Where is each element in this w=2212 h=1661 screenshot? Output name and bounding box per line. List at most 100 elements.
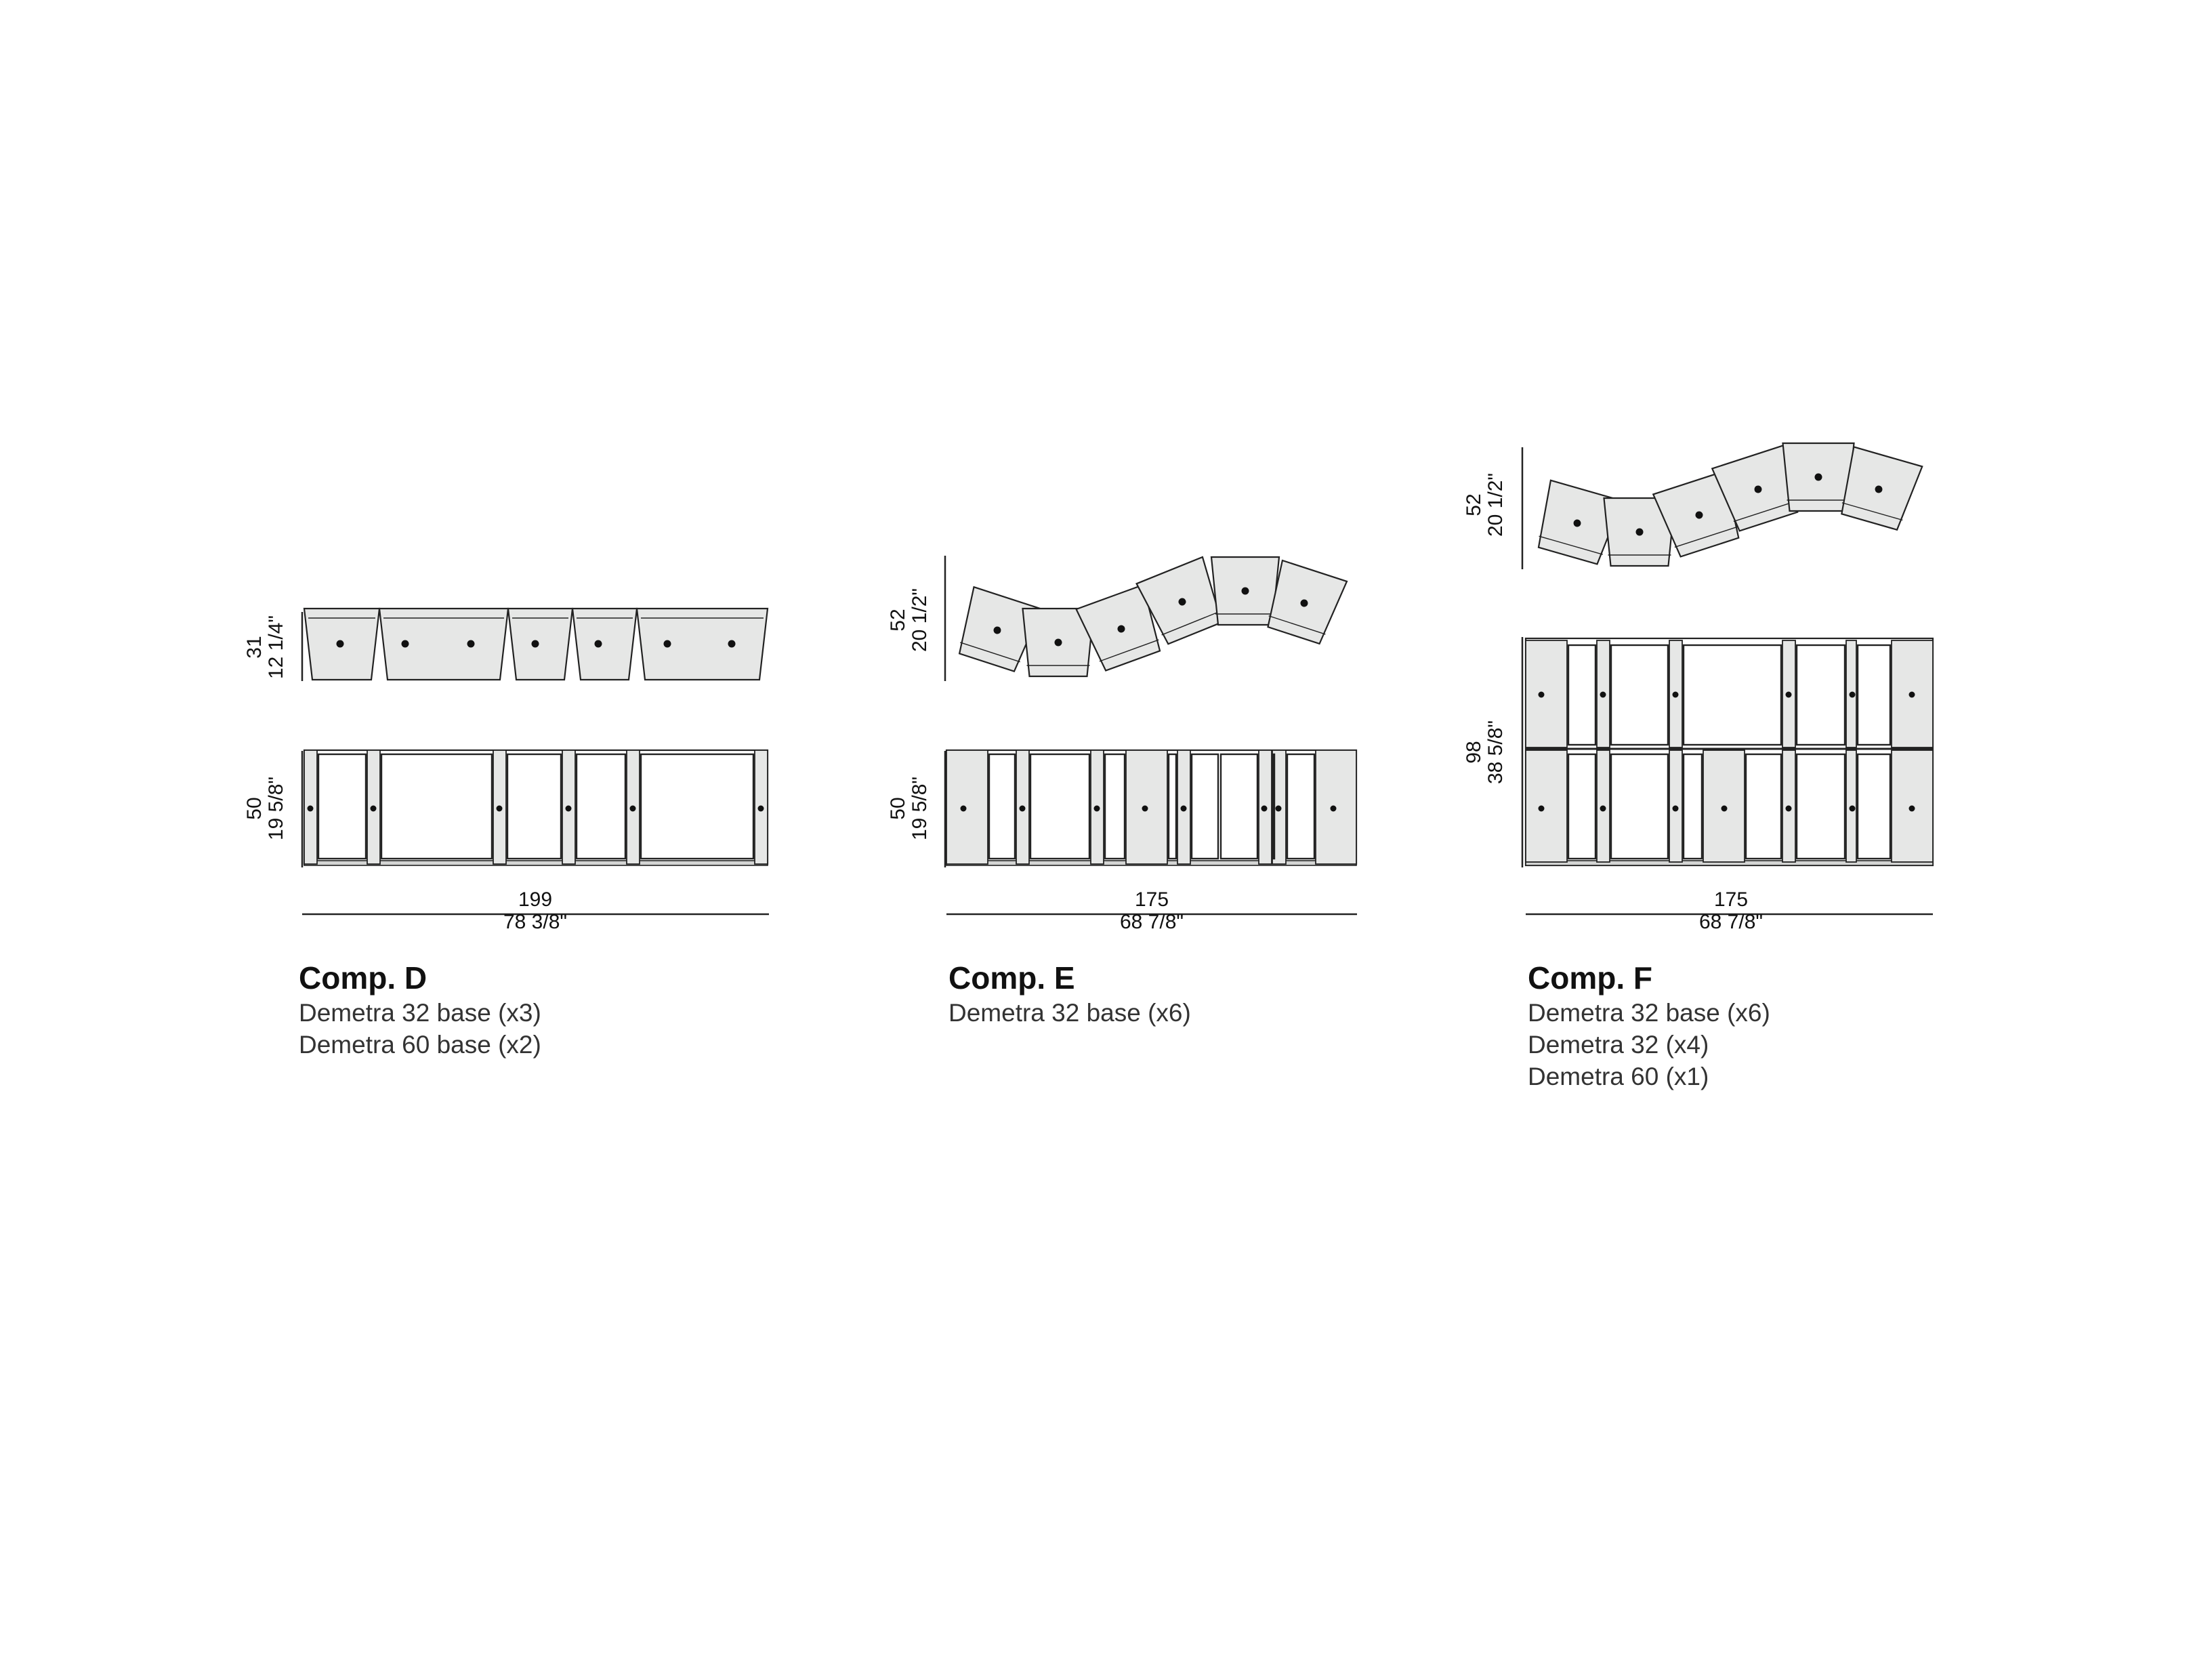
plan-module-edge	[1268, 615, 1326, 635]
plan-module-edge	[1733, 500, 1797, 522]
knob-dot	[496, 805, 503, 812]
comp-d-depth-in: 12 1/4"	[265, 615, 287, 679]
front-open-shelf	[1795, 753, 1846, 860]
plan-module-edge	[1841, 502, 1903, 521]
comp-e-height-in: 19 5/8"	[909, 777, 931, 840]
comp-d-item-1: Demetra 32 base (x3)	[299, 999, 541, 1027]
comp-f-width-cm: 175	[1714, 888, 1748, 911]
comp-e-width-in: 68 7/8"	[1120, 911, 1184, 933]
plan-module-group	[1711, 445, 1799, 532]
comp-f-item-2: Demetra 32 (x4)	[1528, 1031, 1709, 1059]
comp-f-height-cm: 98	[1463, 741, 1485, 763]
knob-dot	[1117, 625, 1125, 633]
front-open-shelf	[1745, 753, 1782, 860]
front-open-shelf	[1682, 753, 1703, 860]
knob-dot	[1178, 598, 1186, 606]
knob-dot	[1142, 805, 1148, 812]
comp-e-height-cm: 50	[887, 797, 909, 819]
comp-f-item-3: Demetra 60 (x1)	[1528, 1063, 1709, 1090]
knob-dot	[1754, 485, 1762, 493]
plan-module-group	[1652, 470, 1740, 558]
comp-e-item-1: Demetra 32 base (x6)	[948, 999, 1191, 1027]
front-open-shelf	[1219, 753, 1259, 860]
front-open-shelf	[1795, 644, 1846, 746]
front-open-shelf	[506, 753, 562, 860]
knob-dot	[1875, 485, 1883, 493]
knob-dot	[1849, 691, 1856, 698]
knob-dot	[565, 805, 572, 812]
knob-dot	[1261, 805, 1268, 812]
knob-dot	[401, 640, 409, 648]
knob-dot	[1785, 691, 1792, 698]
front-open-shelf	[1567, 753, 1597, 860]
plan-module-group	[1267, 559, 1348, 645]
front-open-shelf	[1856, 753, 1892, 860]
comp-e-depth-cm: 52	[887, 609, 909, 631]
plan-module-edge	[1539, 535, 1603, 555]
plan-module-edge	[1674, 526, 1738, 548]
knob-dot	[1672, 691, 1679, 698]
plan-module-group	[1782, 442, 1855, 512]
knob-dot	[594, 640, 602, 648]
knob-dot	[1538, 691, 1545, 698]
comp-d-depth-cm: 31	[243, 636, 266, 658]
knob-dot	[467, 640, 475, 648]
knob-dot	[1635, 528, 1644, 536]
knob-dot	[1538, 805, 1545, 812]
front-open-shelf	[1190, 753, 1219, 860]
front-open-shelf	[1682, 644, 1782, 746]
front-door-panel	[1525, 750, 1568, 863]
knob-dot	[1330, 805, 1337, 812]
front-open-shelf	[1104, 753, 1126, 860]
knob-dot	[1275, 805, 1282, 812]
plan-module-edge	[1161, 611, 1221, 636]
knob-dot	[1241, 587, 1249, 595]
front-open-shelf	[317, 753, 367, 860]
knob-dot	[1573, 519, 1581, 527]
knob-dot	[663, 640, 671, 648]
front-door-panel	[946, 750, 988, 865]
comp-d-caption: Comp. D Demetra 32 base (x3) Demetra 60 …	[299, 959, 541, 1061]
knob-dot	[1814, 473, 1822, 481]
knob-dot	[960, 805, 967, 812]
plan-module-group	[1022, 607, 1095, 678]
knob-dot	[993, 626, 1001, 634]
front-open-shelf	[1610, 753, 1669, 860]
plan-module-group	[1210, 556, 1280, 626]
comp-d-width-in: 78 3/8"	[503, 911, 567, 933]
knob-dot	[336, 640, 344, 648]
knob-dot	[728, 640, 736, 648]
comp-e-width-cm: 175	[1135, 888, 1169, 911]
comp-e-title: Comp. E	[948, 960, 1075, 996]
plan-module-edge	[960, 642, 1020, 663]
plan-module	[378, 607, 509, 681]
comp-f-depth-cm: 52	[1463, 493, 1485, 516]
knob-dot	[1054, 638, 1062, 647]
knob-dot	[1600, 691, 1606, 698]
knob-dot	[629, 805, 636, 812]
knob-dot	[1300, 599, 1308, 607]
knob-dot	[1180, 805, 1187, 812]
front-open-shelf	[380, 753, 493, 860]
knob-dot	[1721, 805, 1728, 812]
plan-module	[571, 607, 638, 681]
comp-d-width-cm: 199	[518, 888, 552, 911]
knob-dot	[370, 805, 377, 812]
comp-f-height-in: 38 5/8"	[1484, 720, 1507, 784]
front-open-shelf	[1272, 753, 1276, 860]
plan-module-group	[1537, 479, 1624, 565]
comp-f-caption: Comp. F Demetra 32 base (x6) Demetra 32 …	[1528, 959, 1770, 1092]
plan-module-group	[1075, 583, 1161, 672]
front-open-shelf	[1286, 753, 1316, 860]
plan-module-edge	[1099, 639, 1159, 662]
knob-dot	[1785, 805, 1792, 812]
knob-dot	[531, 640, 539, 648]
comp-f-title: Comp. F	[1528, 960, 1652, 996]
knob-dot	[1695, 511, 1703, 519]
front-open-shelf	[1167, 753, 1177, 860]
comp-f-item-1: Demetra 32 base (x6)	[1528, 999, 1770, 1027]
comp-e-depth-in: 20 1/2"	[909, 588, 931, 652]
front-open-shelf	[1029, 753, 1091, 860]
knob-dot	[1600, 805, 1606, 812]
